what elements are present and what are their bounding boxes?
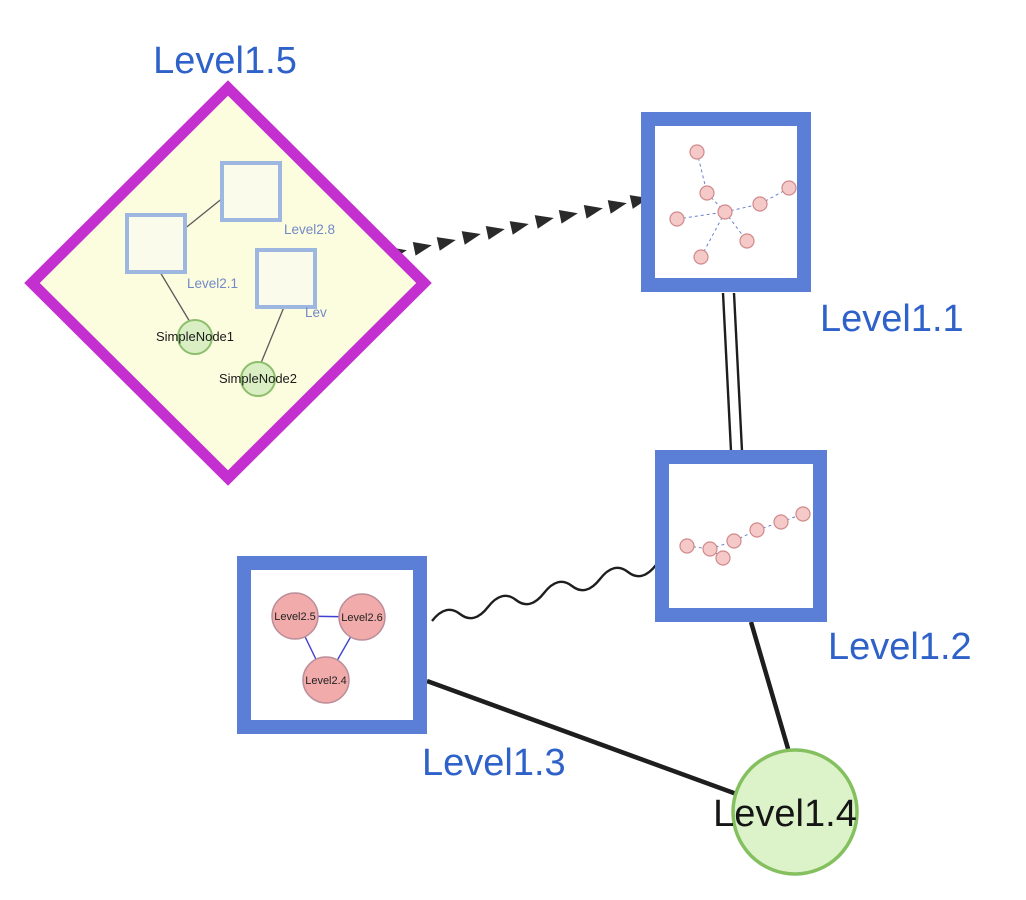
label-level2-5: Level2.5 [274,611,316,623]
mini-node[interactable] [726,533,742,549]
level1-1-rect[interactable] [641,112,811,292]
node-simplenode2[interactable] [240,361,276,397]
node-level2-6[interactable] [338,593,386,641]
edge-level1-2-to-level1-4[interactable] [748,621,792,753]
label-level2-4: Level2.4 [305,675,347,687]
edge-level1-5-to-level1-1[interactable] [387,195,649,261]
node-simplenode1[interactable] [177,319,213,355]
inner-edge-left-top [182,196,225,231]
label-level1-4: Level1.4 [713,793,857,835]
mini-node[interactable] [781,180,797,196]
mini-node[interactable] [739,233,755,249]
mini-node[interactable] [717,204,733,220]
inner-square-level2-1[interactable] [125,213,187,274]
mini-node[interactable] [702,541,718,557]
level1-4-circle[interactable] [731,748,859,876]
mini-node[interactable] [669,211,685,227]
group-node-level1-1[interactable] [641,112,811,292]
node-level2-5[interactable] [271,592,319,640]
level1-1-inner-graph [669,144,797,265]
label-level1-5: Level1.5 [153,40,297,82]
inner-edge-left-simplenode1 [159,271,191,323]
level1-2-rect[interactable] [655,450,827,622]
label-simplenode2: SimpleNode2 [219,371,297,386]
edge-level1-3-to-level1-4[interactable] [426,678,743,799]
label-level2-6: Level2.6 [341,612,383,624]
inner-square-level2-8[interactable] [220,161,282,222]
label-level2-8: Level2.8 [284,222,335,237]
label-level1-2: Level1.2 [828,626,972,668]
group-node-level1-2[interactable] [655,450,827,622]
group-node-level1-3[interactable]: Level2.5 Level2.6 Level2.4 [237,556,427,734]
label-simplenode1: SimpleNode1 [156,329,234,344]
mini-node[interactable] [699,185,715,201]
label-level1-1: Level1.1 [820,298,964,340]
mini-node[interactable] [795,506,811,522]
node-level1-4[interactable] [731,748,859,876]
mini-node[interactable] [715,550,731,566]
label-level1-3: Level1.3 [422,742,566,784]
mini-node[interactable] [679,538,695,554]
label-level2-truncated: Lev [305,305,327,320]
level1-3-inner-graph: Level2.5 Level2.6 Level2.4 [271,592,386,704]
edge-level1-3-to-level1-2[interactable] [431,564,657,622]
mini-node[interactable] [693,249,709,265]
mini-node[interactable] [749,522,765,538]
mini-node[interactable] [689,144,705,160]
label-level2-1: Level2.1 [187,276,238,291]
level1-2-inner-graph [679,506,811,566]
mini-node[interactable] [752,196,768,212]
node-level2-4[interactable] [302,656,350,704]
group-node-level1-5[interactable]: Level2.8 Level2.1 Lev SimpleNode1 Simple… [24,80,432,486]
inner-square-level2-truncated[interactable] [255,248,317,309]
mini-node[interactable] [773,514,789,530]
edge-level1-1-to-level1-2[interactable] [721,292,744,452]
level1-5-diamond-shape[interactable] [24,80,432,486]
inner-edge-right-simplenode2 [260,306,285,364]
